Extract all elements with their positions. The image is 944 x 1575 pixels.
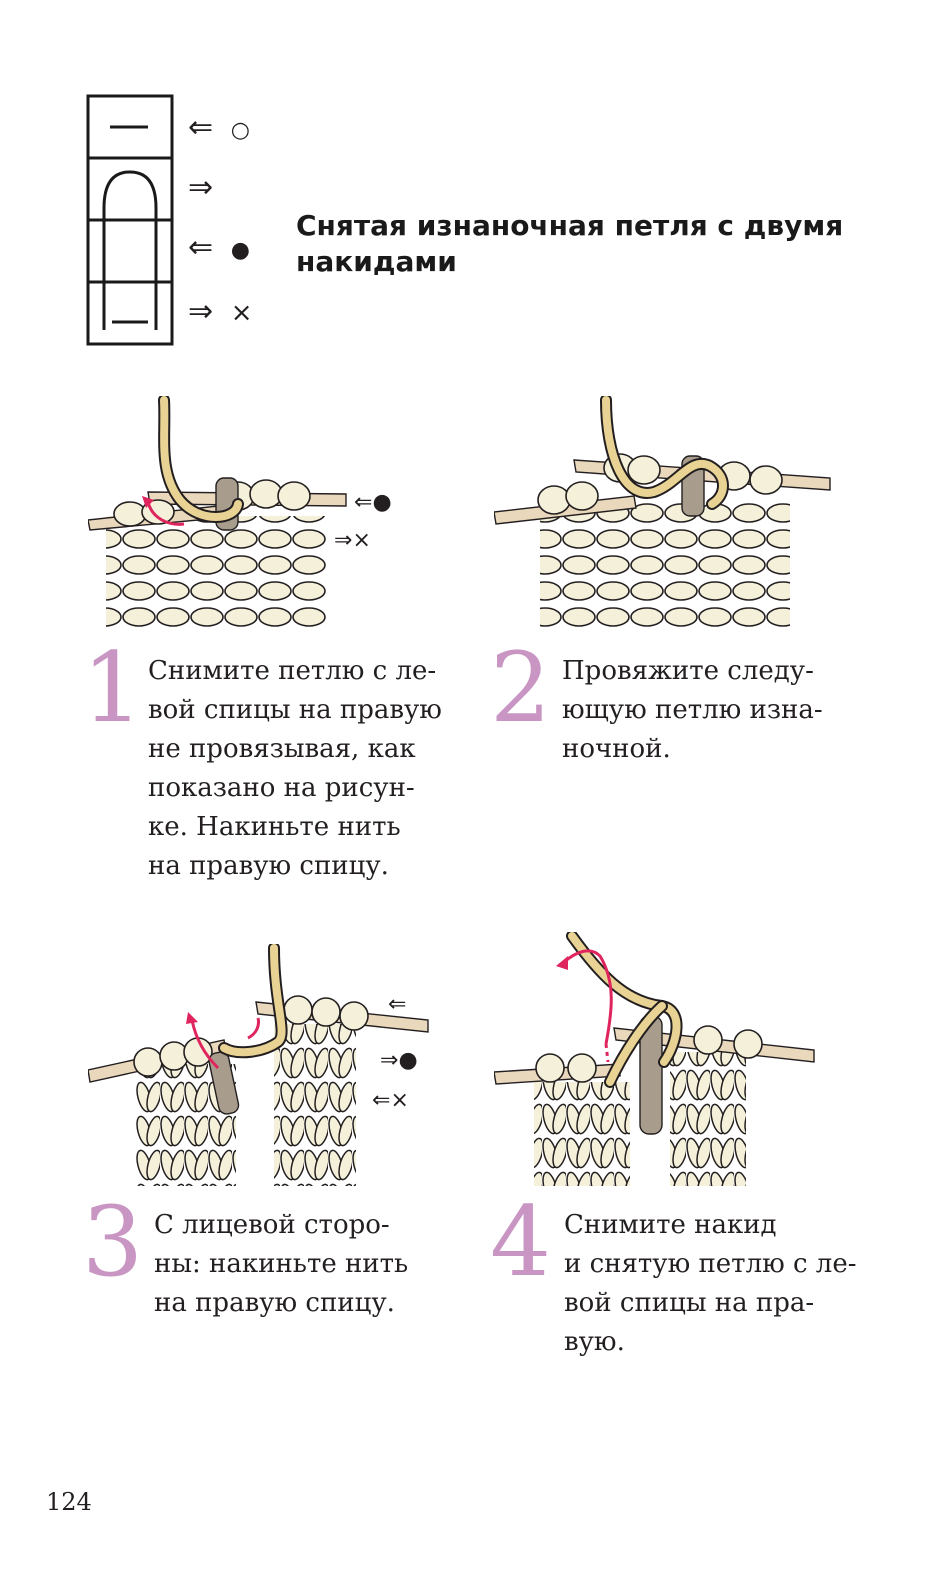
annotation-3c: ⇐× xyxy=(372,1088,409,1113)
arrow-right-icon: ⇒ xyxy=(188,294,214,329)
annotation-3b: ⇒● xyxy=(380,1048,418,1073)
annotation-1: ⇐● xyxy=(354,490,392,515)
open-circle-icon: ○ xyxy=(230,118,250,143)
illustration-step-3: ⇐ ⇒● ⇐× xyxy=(87,942,438,1190)
text-line: вой спицы на правую xyxy=(148,695,442,725)
cross-icon: × xyxy=(352,528,371,553)
text-line: на правую спицу. xyxy=(148,851,389,881)
step-text-4: Снимите накид и снятую петлю с ле- вой с… xyxy=(564,1206,857,1362)
text-line: вой спицы на пра- xyxy=(564,1288,815,1318)
annotation-2: ⇒× xyxy=(334,528,371,553)
legend-row-2: ⇒ xyxy=(188,170,213,205)
knitting-illustration-4 xyxy=(493,930,815,1186)
filled-circle-icon: ● xyxy=(230,238,250,263)
step-number-2: 2 xyxy=(490,632,552,744)
page-title: Снятая изнаночная петля с двумя накидами xyxy=(296,208,896,280)
knitting-illustration-1 xyxy=(87,394,347,632)
cross-icon: × xyxy=(230,298,253,328)
step-text-3: С лицевой сторо- ны: накиньте нить на пр… xyxy=(154,1206,408,1323)
text-line: Снимите накид xyxy=(564,1210,777,1240)
text-line: ющую петлю изна- xyxy=(562,695,823,725)
text-line: Провяжите следу- xyxy=(562,656,814,686)
text-line: ке. Накиньте нить xyxy=(148,812,401,842)
text-line: С лицевой сторо- xyxy=(154,1210,390,1240)
step-text-2: Провяжите следу- ющую петлю изна- ночной… xyxy=(562,652,823,769)
legend-row-3: ⇐ ● xyxy=(188,230,250,265)
step-text-1: Снимите петлю с ле- вой спицы на правую … xyxy=(148,652,442,886)
cross-icon: × xyxy=(390,1088,409,1113)
text-line: вую. xyxy=(564,1327,625,1357)
knitting-illustration-2 xyxy=(493,394,831,632)
filled-circle-icon: ● xyxy=(372,490,392,515)
step-number-3: 3 xyxy=(82,1186,144,1298)
step-number-4: 4 xyxy=(490,1186,552,1298)
legend-row-4: ⇒ × xyxy=(188,294,252,329)
arrow-left-icon: ⇐ xyxy=(188,230,214,265)
step-number-1: 1 xyxy=(82,632,144,744)
knitting-illustration-3 xyxy=(87,942,429,1186)
text-line: не провязывая, как xyxy=(148,734,416,764)
title-line: накидами xyxy=(296,245,457,278)
arrow-right-icon: ⇒ xyxy=(380,1048,399,1073)
legend-row-1: ⇐ ○ xyxy=(188,110,250,145)
title-line: Снятая изнаночная петля с двумя xyxy=(296,209,844,242)
text-line: на правую спицу. xyxy=(154,1288,395,1318)
knitting-chart-icon xyxy=(86,94,174,346)
annotation-3a: ⇐ xyxy=(388,992,406,1017)
text-line: показано на рисун- xyxy=(148,773,415,803)
filled-circle-icon: ● xyxy=(398,1048,418,1073)
illustration-step-4 xyxy=(493,930,824,1190)
illustration-step-1: ⇐● ⇒× xyxy=(87,394,428,636)
page-number: 124 xyxy=(46,1488,92,1516)
text-line: ны: накиньте нить xyxy=(154,1249,409,1279)
arrow-left-icon: ⇐ xyxy=(388,992,407,1017)
arrow-right-icon: ⇒ xyxy=(334,528,353,553)
chart-legend: ⇐ ○ ⇒ ⇐ ● ⇒ × xyxy=(84,90,284,350)
text-line: Снимите петлю с ле- xyxy=(148,656,437,686)
text-line: ночной. xyxy=(562,734,671,764)
arrow-left-icon: ⇐ xyxy=(372,1088,391,1113)
arrow-left-icon: ⇐ xyxy=(188,110,214,145)
arrow-left-icon: ⇐ xyxy=(354,490,373,515)
illustration-step-2 xyxy=(493,394,834,636)
text-line: и снятую петлю с ле- xyxy=(564,1249,857,1279)
arrow-right-icon: ⇒ xyxy=(188,170,214,205)
